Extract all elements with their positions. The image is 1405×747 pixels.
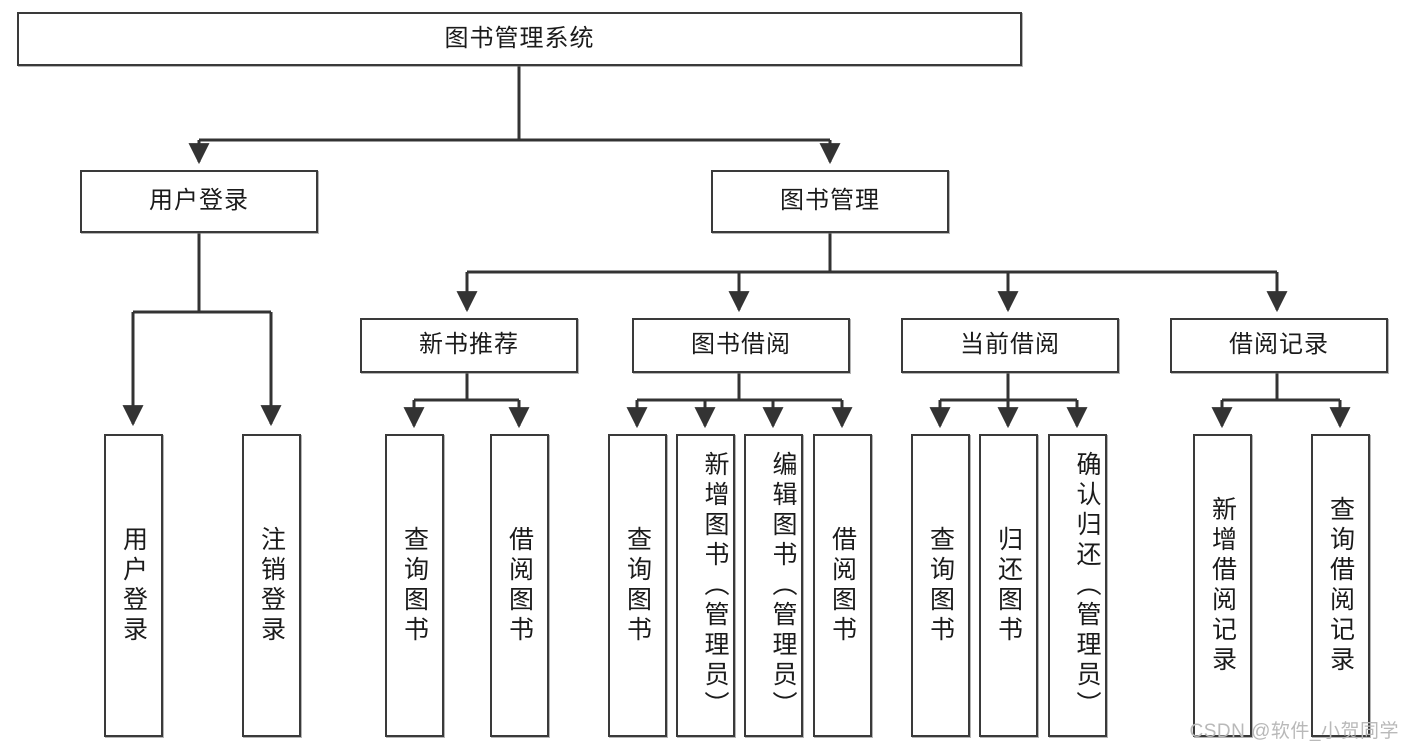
node-leaf-user-logout-label: 注销登录 [257, 525, 286, 646]
node-leaf-return-book-label: 归还图书 [994, 525, 1023, 646]
node-leaf-query-book-c-label: 查询图书 [926, 525, 955, 646]
node-book-borrow-label: 图书借阅 [691, 331, 791, 359]
node-root-label: 图书管理系统 [444, 24, 595, 52]
node-user-login-label: 用户登录 [149, 187, 249, 215]
node-leaf-user-logout[interactable]: 注销登录 [242, 434, 301, 737]
node-leaf-user-login[interactable]: 用户登录 [104, 434, 163, 737]
node-new-book-recommend-label: 新书推荐 [419, 331, 519, 359]
node-leaf-edit-book-admin[interactable]: 编辑图书（管理员） [744, 434, 803, 737]
node-leaf-confirm-return-admin-label: 确认归还（管理员） [1073, 450, 1101, 721]
node-new-book-recommend[interactable]: 新书推荐 [360, 318, 578, 373]
node-leaf-query-book-a-label: 查询图书 [400, 525, 429, 646]
node-user-login[interactable]: 用户登录 [80, 170, 318, 233]
node-leaf-borrow-book-b-label: 借阅图书 [828, 525, 857, 646]
node-leaf-borrow-book-a-label: 借阅图书 [505, 525, 534, 646]
node-borrow-record-label: 借阅记录 [1229, 331, 1329, 359]
node-leaf-edit-book-admin-label: 编辑图书（管理员） [769, 450, 797, 721]
node-book-borrow[interactable]: 图书借阅 [632, 318, 850, 373]
node-leaf-add-book-admin-label: 新增图书（管理员） [701, 450, 729, 721]
node-book-management[interactable]: 图书管理 [711, 170, 949, 233]
node-current-borrow-label: 当前借阅 [960, 331, 1060, 359]
node-leaf-query-book-b[interactable]: 查询图书 [608, 434, 667, 737]
node-leaf-query-book-c[interactable]: 查询图书 [911, 434, 970, 737]
node-leaf-query-record-label: 查询借阅记录 [1326, 495, 1355, 676]
node-leaf-add-record[interactable]: 新增借阅记录 [1193, 434, 1252, 737]
node-leaf-add-record-label: 新增借阅记录 [1208, 495, 1237, 676]
node-leaf-user-login-label: 用户登录 [119, 525, 148, 646]
node-book-management-label: 图书管理 [780, 187, 880, 215]
node-current-borrow[interactable]: 当前借阅 [901, 318, 1119, 373]
node-leaf-return-book[interactable]: 归还图书 [979, 434, 1038, 737]
node-leaf-query-book-b-label: 查询图书 [623, 525, 652, 646]
node-leaf-query-book-a[interactable]: 查询图书 [385, 434, 444, 737]
node-leaf-add-book-admin[interactable]: 新增图书（管理员） [676, 434, 735, 737]
node-leaf-borrow-book-b[interactable]: 借阅图书 [813, 434, 872, 737]
node-leaf-confirm-return-admin[interactable]: 确认归还（管理员） [1048, 434, 1107, 737]
node-leaf-borrow-book-a[interactable]: 借阅图书 [490, 434, 549, 737]
node-borrow-record[interactable]: 借阅记录 [1170, 318, 1388, 373]
node-root[interactable]: 图书管理系统 [17, 12, 1022, 66]
node-leaf-query-record[interactable]: 查询借阅记录 [1311, 434, 1370, 737]
